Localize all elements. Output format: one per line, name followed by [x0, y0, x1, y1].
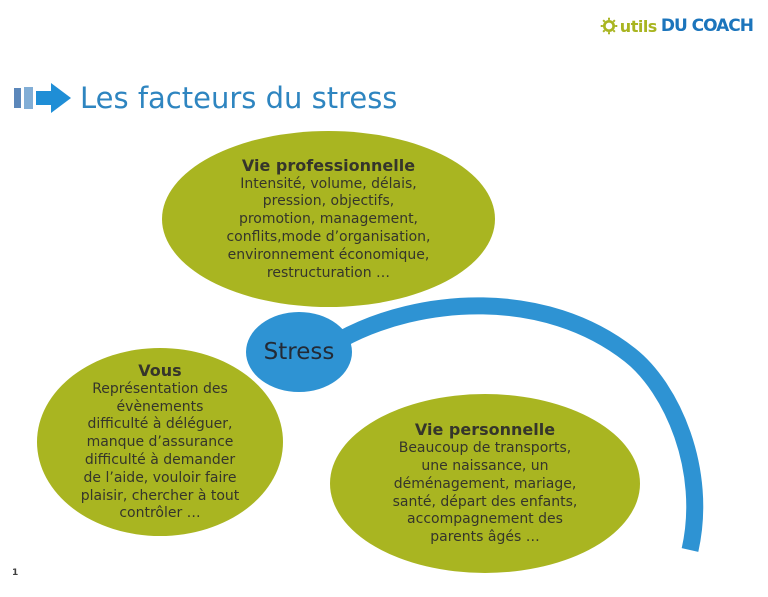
bubble-title: Vie professionnelle	[241, 155, 416, 175]
title-arrow-icon	[14, 83, 71, 113]
logo-text-utils: utils	[619, 16, 658, 36]
stress-center-node: Stress	[246, 312, 352, 392]
gear-o-icon	[600, 17, 618, 35]
bubble-body: Représentation des évènements difficulté…	[80, 380, 240, 522]
bubble-title: Vous	[138, 360, 182, 380]
logo-text-du-coach: DU COACH	[660, 16, 754, 36]
page-title: Les facteurs du stress	[80, 81, 398, 115]
bubble-title: Vie personnelle	[414, 420, 556, 440]
stress-label: Stress	[263, 339, 335, 365]
bubble-vie-personnelle: Vie personnelle Beaucoup de transports, …	[330, 394, 640, 573]
title-row: Les facteurs du stress	[8, 78, 397, 118]
page-number: 1	[12, 568, 19, 578]
bubble-body: Beaucoup de transports, une naissance, u…	[392, 440, 578, 546]
logo: utils DU COACH	[600, 16, 754, 36]
bubble-body: Intensité, volume, délais, pression, obj…	[226, 175, 431, 281]
bubble-vie-professionnelle: Vie professionnelle Intensité, volume, d…	[162, 131, 495, 307]
bubble-vous: Vous Représentation des évènements diffi…	[37, 348, 283, 536]
